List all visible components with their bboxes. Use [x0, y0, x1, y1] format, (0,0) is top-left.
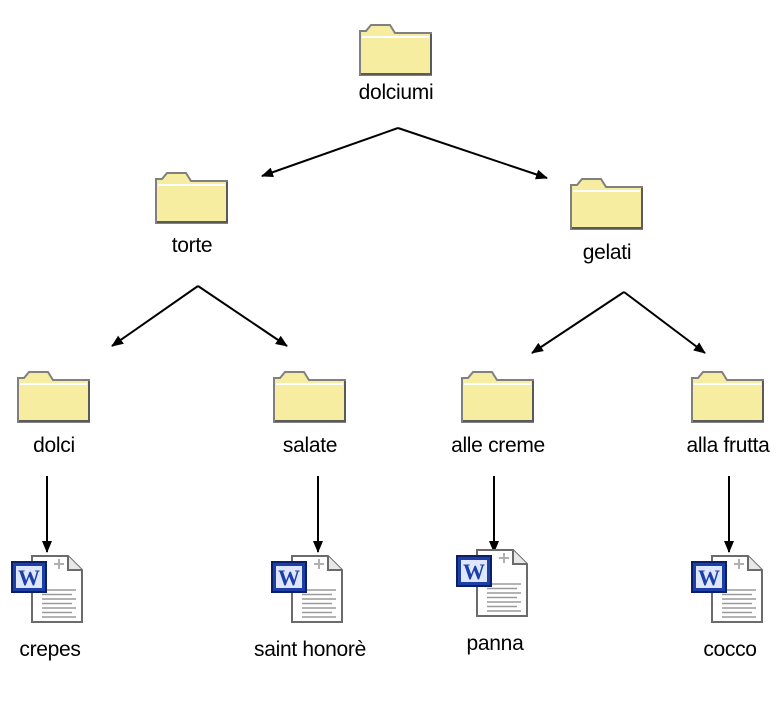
- word-document-icon[interactable]: W: [453, 546, 537, 623]
- svg-text:W: W: [278, 565, 300, 590]
- folder-icon[interactable]: [15, 364, 93, 431]
- svg-text:W: W: [18, 565, 40, 590]
- folder-icon[interactable]: [689, 364, 767, 431]
- arrow-gelati-to-alle_creme: [531, 291, 625, 354]
- node-label: alle creme: [451, 434, 545, 457]
- node-label: crepes: [19, 638, 81, 661]
- folder-icon[interactable]: [459, 364, 537, 431]
- node-label: dolciumi: [358, 81, 434, 104]
- svg-text:W: W: [463, 559, 485, 584]
- node-label: torte: [171, 234, 213, 257]
- arrow-root-to-torte: [261, 127, 399, 178]
- node-label: cocco: [703, 638, 757, 661]
- arrow-torte-to-dolci: [111, 285, 199, 347]
- folder-icon[interactable]: [357, 17, 435, 84]
- folder-icon[interactable]: [568, 171, 646, 238]
- arrow-torte-to-salate: [197, 285, 288, 347]
- node-label: dolci: [33, 434, 75, 457]
- svg-text:W: W: [698, 565, 720, 590]
- word-document-icon[interactable]: W: [268, 552, 352, 629]
- folder-icon[interactable]: [271, 364, 349, 431]
- word-document-icon[interactable]: W: [8, 552, 92, 629]
- arrow-gelati-to-alla_frutta: [623, 291, 706, 354]
- node-label: saint honorè: [254, 638, 366, 661]
- arrow-root-to-gelati: [397, 127, 548, 180]
- node-label: panna: [466, 632, 524, 655]
- node-label: alla frutta: [686, 434, 770, 457]
- node-label: salate: [282, 434, 338, 457]
- node-label: gelati: [582, 241, 632, 264]
- folder-icon[interactable]: [153, 165, 231, 232]
- word-document-icon[interactable]: W: [688, 552, 772, 629]
